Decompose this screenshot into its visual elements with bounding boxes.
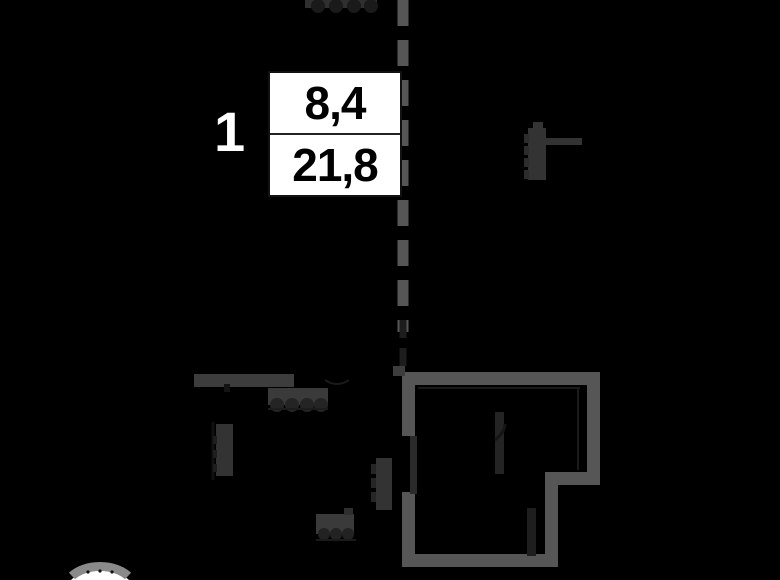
area-value-total: 21,8 [292,139,379,191]
kitchen-counter [194,374,328,412]
area-value-living: 8,4 [270,73,400,135]
counter-top-cropped [305,0,378,13]
sink-basin [316,508,356,541]
unit-number: 1 [214,100,246,163]
wall-opening-marks [324,366,580,494]
door-swing-icon [371,458,392,510]
stairs-icon [524,122,582,180]
door-swing-right-icon [494,412,536,556]
apartment-walls [402,372,600,567]
area-label-box: 8,4 21,8 [268,71,402,197]
window-arc-bottom-left [68,561,132,580]
cabinet-vertical [211,422,233,480]
